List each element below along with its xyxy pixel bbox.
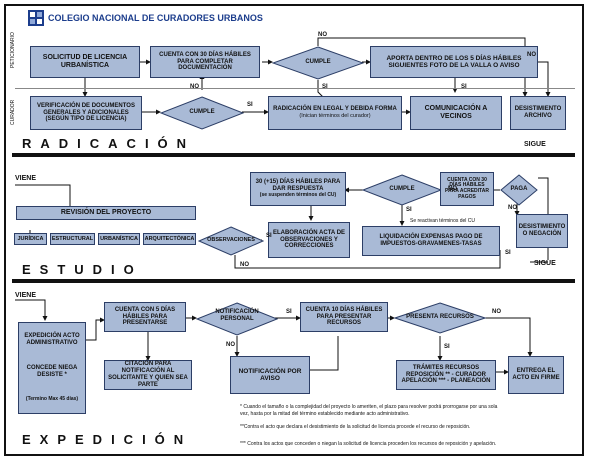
decision-si: SI: [286, 309, 292, 315]
juridica-box: JURÍDICA: [14, 233, 47, 245]
paga-label: PAGA: [510, 186, 528, 192]
expedicion-acto-box: EXPEDICIÓN ACTO ADMINISTRATIVO CONCEDE N…: [18, 322, 86, 414]
reactivan-note: Se reactivan términos del CU: [410, 218, 476, 224]
notificacion-aviso-box: NOTIFICACIÓN POR AVISO: [230, 356, 310, 394]
solicitud-box: SOLICITUD DE LICENCIA URBANÍSTICA: [30, 46, 140, 78]
liquidacion-box: LIQUIDACIÓN EXPENSAS PAGO DE IMPUESTOS-G…: [362, 226, 500, 256]
termino-text: (Termino Max 45 días): [25, 396, 79, 403]
decision-no: NO: [240, 262, 249, 268]
observaciones-label: OBSERVACIONES: [207, 237, 255, 243]
cuenta10-box: CUENTA 10 DÍAS HÁBILES PARA PRESENTAR RE…: [300, 302, 388, 332]
footnote-3: *** Contra los actos que conceden o nieg…: [240, 441, 497, 447]
decision-si: SI: [461, 84, 467, 90]
cumple-top-label: CUMPLE: [305, 59, 331, 65]
section-divider: [12, 279, 575, 283]
radicacion-legal-sub: (Inician términos del curador): [299, 113, 371, 120]
desistimiento-archivo-box: DESISTIMIENTO ARCHIVO: [510, 96, 566, 130]
sigue-label: SIGUE: [534, 260, 556, 267]
logo-icon: [28, 10, 44, 26]
decision-no: NO: [226, 342, 235, 348]
section-estudio: ESTUDIO: [22, 262, 143, 277]
radicacion-legal-text: RADICACIÓN EN LEGAL Y DEBIDA FORMA: [273, 106, 397, 113]
cuenta5-box: CUENTA CON 5 DÍAS HÁBILES PARA PRESENTAR…: [104, 302, 186, 332]
desistimiento-negacion-box: DESISTIMIENTO O NEGACIÓN: [516, 214, 568, 248]
presenta-recursos-label: PRESENTA RECURSOS: [406, 314, 474, 320]
verificacion-box: VERIFICACIÓN DE DOCUMENTOS GENERALES Y A…: [30, 96, 142, 130]
header-title: COLEGIO NACIONAL DE CURADORES URBANOS: [48, 13, 263, 23]
dias30-sub: (se suspenden términos del CU): [259, 192, 337, 199]
viene-label: VIENE: [15, 175, 37, 182]
elaboracion-box: ELABORACIÓN ACTA DE OBSERVACIONES Y CORR…: [268, 222, 350, 258]
cuenta30-box: CUENTA CON 30 DÍAS HÁBILES PARA COMPLETA…: [150, 46, 260, 78]
cuenta30-pagos-box: CUENTA CON 30 DÍAS HÁBILES PARA ACREDITA…: [440, 172, 494, 206]
decision-no: NO: [527, 52, 536, 58]
decision-si: SI: [247, 102, 253, 108]
viene-label: VIENE: [15, 292, 37, 299]
dias30-text: 30 (+15) DÍAS HÁBILES PARA DAR RESPUESTA: [255, 179, 341, 193]
section-expedicion: EXPEDICIÓN: [22, 432, 193, 447]
decision-no: NO: [492, 309, 501, 315]
tramites-recursos-box: TRÁMITES RECURSOS REPOSICIÓN ** - CURADO…: [396, 360, 496, 390]
decision-no: NO: [318, 32, 327, 38]
footnote-1-cont: vez, hasta por la mitad del término esta…: [240, 411, 410, 417]
decision-si: SI: [406, 207, 412, 213]
dias30-box: 30 (+15) DÍAS HÁBILES PARA DAR RESPUESTA…: [250, 172, 346, 206]
decision-no: NO: [448, 186, 457, 192]
arquitectonica-box: ARQUITECTÓNICA: [143, 233, 196, 245]
aporta-box: APORTA DENTRO DE LOS 5 DÍAS HÁBILES SIGU…: [370, 46, 538, 78]
urbanistica-box: URBANÍSTICA: [98, 233, 140, 245]
observaciones-diamond: [198, 226, 264, 256]
decision-si: SI: [505, 250, 511, 256]
outer-frame: [4, 4, 584, 456]
paga-diamond: [500, 174, 538, 206]
presenta-recursos-diamond: [394, 302, 486, 334]
cumple-diamond-top: [272, 46, 364, 80]
footnote-1: * Cuando el tamaño o la complejidad del …: [240, 404, 498, 410]
cumple-diamond-mid: [160, 96, 244, 130]
estructural-box: ESTRUCTURAL: [50, 233, 95, 245]
cumple-estudio-label: CUMPLE: [389, 186, 415, 192]
acto-text: EXPEDICIÓN ACTO ADMINISTRATIVO: [24, 333, 80, 346]
notificacion-personal-diamond: [196, 302, 278, 336]
revision-box: REVISIÓN DEL PROYECTO: [16, 206, 196, 220]
lane-divider: [15, 88, 575, 89]
acto-options: CONCEDE NIEGA DESISTE *: [26, 365, 78, 378]
decision-si: SI: [266, 233, 272, 239]
decision-no: NO: [508, 205, 517, 211]
footnote-2: **Contra el acto que declara el desistim…: [240, 424, 471, 430]
radicacion-legal-box: RADICACIÓN EN LEGAL Y DEBIDA FORMA (Inic…: [268, 96, 402, 130]
section-divider: [12, 153, 575, 157]
section-radicacion: RADICACIÓN: [22, 136, 196, 151]
notificacion-personal-label: NOTIFICACIÓN PERSONAL: [215, 309, 259, 322]
lane-curador: CURADOR: [10, 99, 16, 125]
lane-peticionario: PETICIONARIO: [10, 32, 16, 68]
decision-si: SI: [322, 84, 328, 90]
entrega-acto-box: ENTREGA EL ACTO EN FIRME: [508, 356, 564, 394]
comunicacion-box: COMUNICACIÓN A VECINOS: [410, 96, 502, 130]
decision-si: SI: [444, 344, 450, 350]
decision-no: NO: [190, 84, 199, 90]
cumple-mid-label: CUMPLE: [189, 109, 215, 115]
sigue-label: SIGUE: [524, 141, 546, 148]
citacion-box: CITACIÓN PARA NOTIFICACIÓN AL SOLICITANT…: [104, 360, 192, 390]
cumple-diamond-estudio: [362, 174, 442, 206]
